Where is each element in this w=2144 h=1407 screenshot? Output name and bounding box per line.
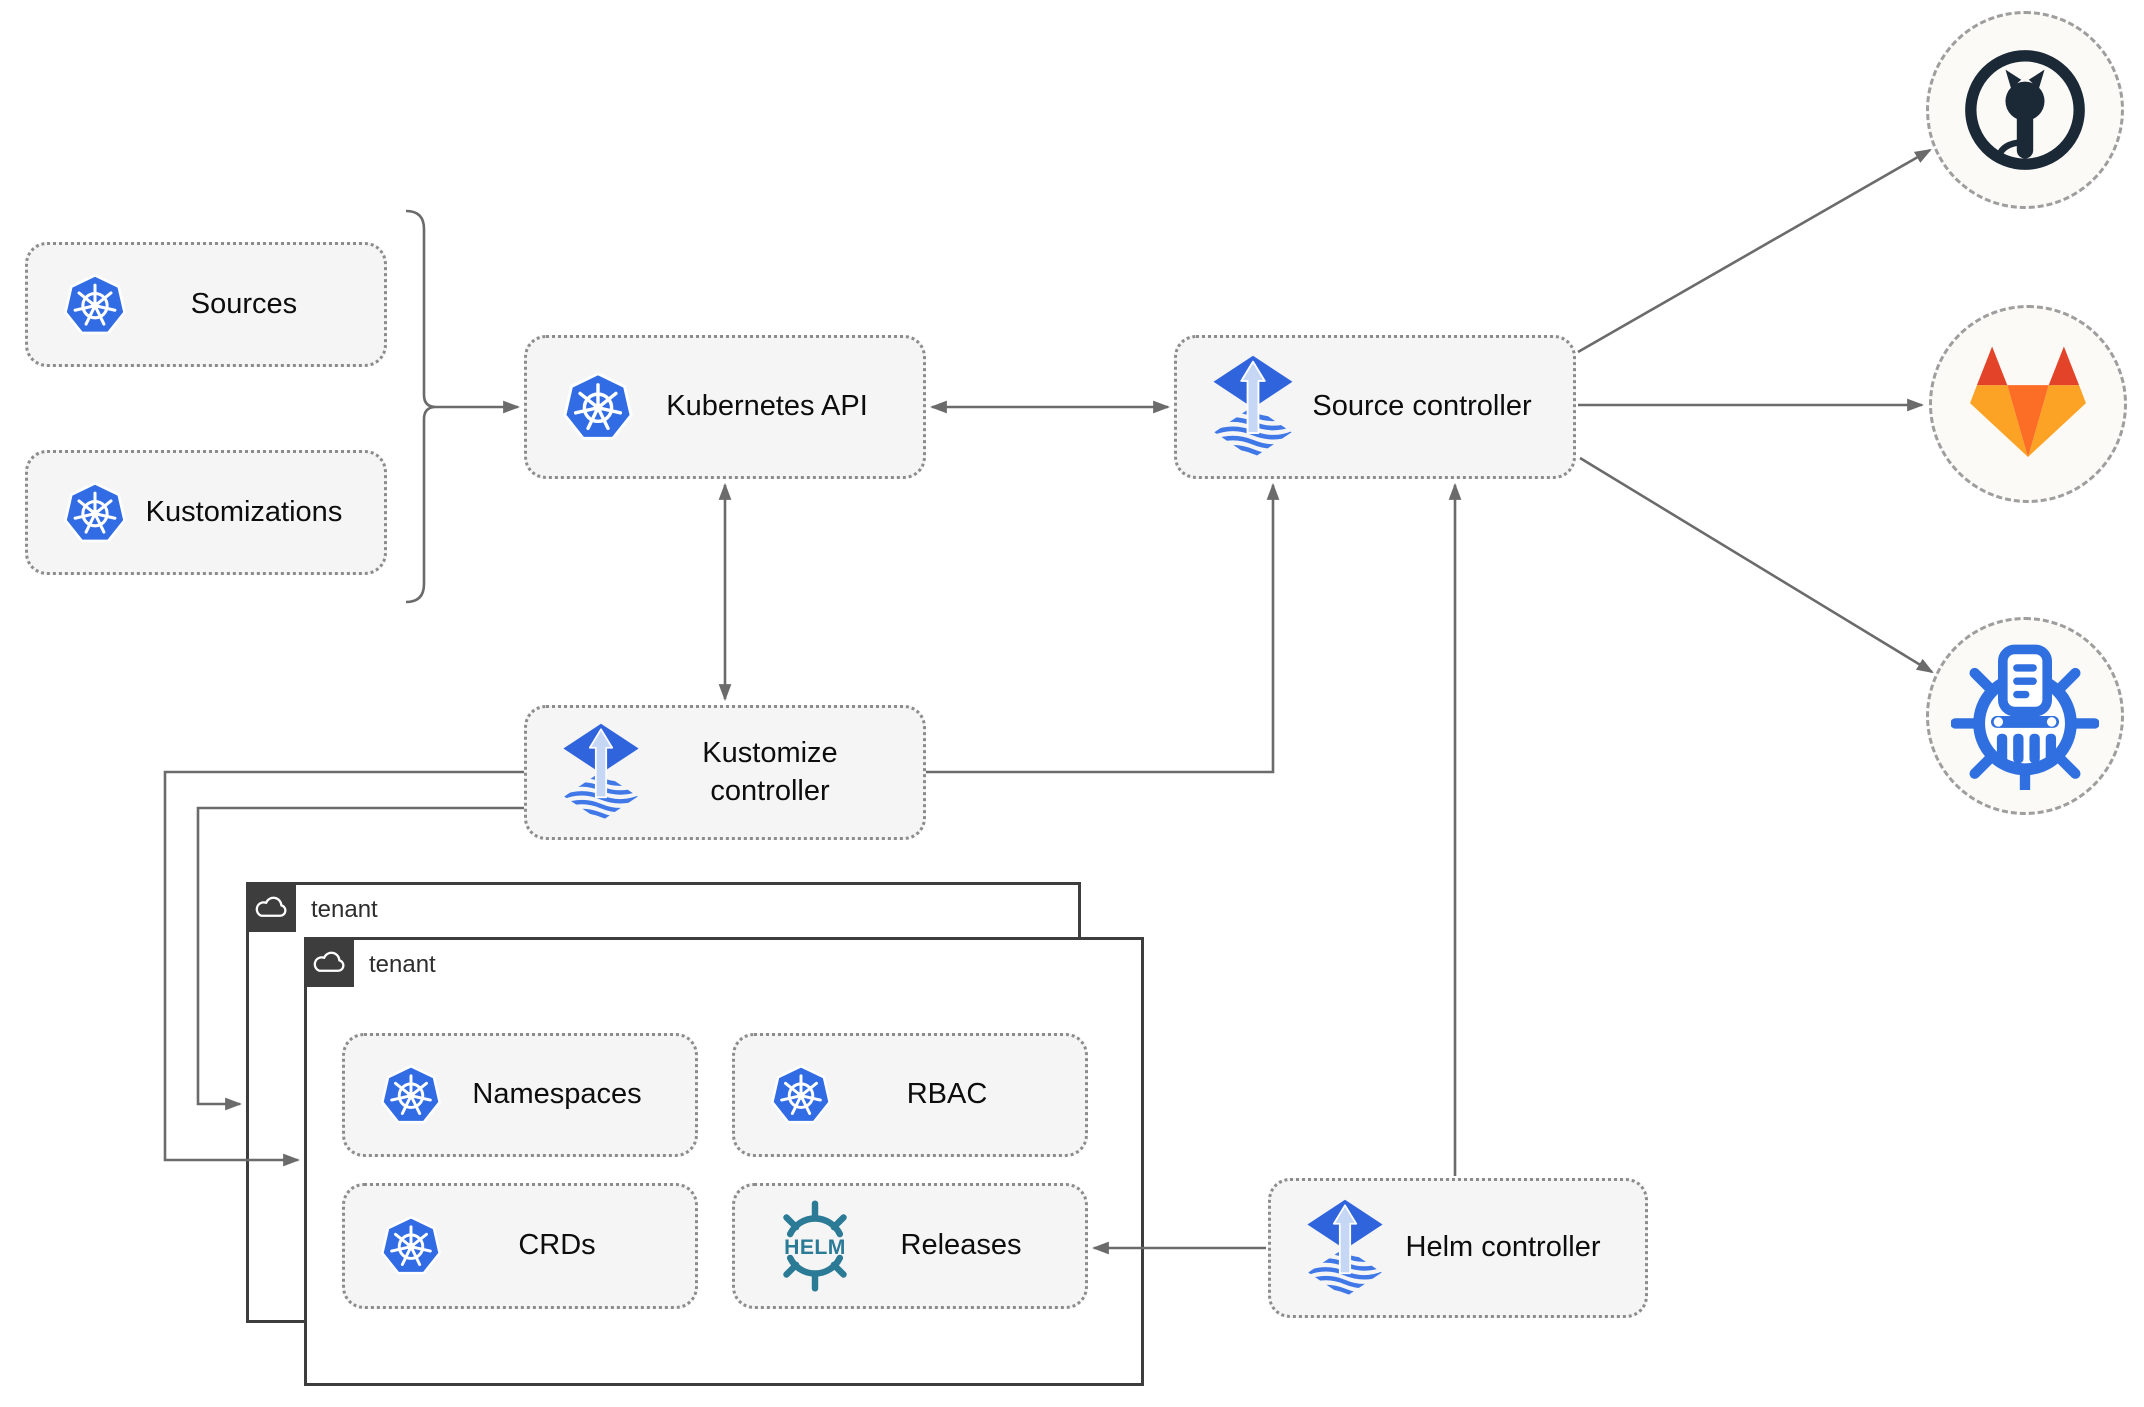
node-source-controller: Source controller bbox=[1174, 335, 1576, 479]
gitlab-icon bbox=[1959, 341, 2097, 468]
node-kustomizations: Kustomizations bbox=[25, 450, 387, 575]
node-releases: Releases bbox=[732, 1183, 1088, 1309]
kubernetes-icon bbox=[62, 480, 128, 546]
kubernetes-icon bbox=[769, 1063, 833, 1127]
github-icon bbox=[1962, 47, 2088, 173]
node-sources: Sources bbox=[25, 242, 387, 367]
node-rbac: RBAC bbox=[732, 1033, 1088, 1157]
node-label: Source controller bbox=[1312, 390, 1532, 423]
tenant-tag bbox=[246, 882, 296, 932]
node-label: RBAC bbox=[906, 1078, 988, 1111]
tenant-group-front: tenant bbox=[304, 937, 1144, 1386]
flux-icon bbox=[1305, 1198, 1385, 1299]
kubernetes-icon bbox=[379, 1214, 443, 1278]
node-kubernetes-api: Kubernetes API bbox=[524, 335, 926, 479]
node-label: Namespaces bbox=[472, 1078, 642, 1111]
arrow-source-to-github bbox=[1577, 148, 1932, 354]
arrow-source-to-chart-repository bbox=[1579, 456, 1934, 674]
chart-repository-icon bbox=[1951, 642, 2099, 790]
tenant-label: tenant bbox=[311, 896, 378, 923]
flux-icon bbox=[561, 722, 641, 823]
cloud-icon bbox=[311, 949, 347, 976]
node-helm-controller: Helm controller bbox=[1268, 1178, 1648, 1318]
kubernetes-icon bbox=[379, 1063, 443, 1127]
node-label: Releases bbox=[900, 1229, 1022, 1262]
helm-icon bbox=[769, 1200, 861, 1292]
node-label: Kustomizations bbox=[145, 495, 343, 528]
node-label: Helm controller bbox=[1405, 1231, 1601, 1264]
flux-icon bbox=[1211, 354, 1295, 460]
cloud-icon bbox=[253, 894, 289, 921]
arrow-kustomize-to-source bbox=[926, 482, 1280, 774]
bracket-sources-group bbox=[405, 209, 437, 604]
node-label: CRDs bbox=[518, 1229, 596, 1262]
kubernetes-icon bbox=[62, 272, 128, 338]
remote-github bbox=[1926, 11, 2124, 209]
node-label: Sources bbox=[190, 287, 298, 320]
node-label: Kustomize controller bbox=[702, 736, 838, 807]
tenant-tag bbox=[304, 937, 354, 987]
tenant-label: tenant bbox=[369, 951, 436, 978]
node-kustomize-controller: Kustomize controller bbox=[524, 705, 926, 840]
remote-gitlab bbox=[1929, 305, 2127, 503]
node-namespaces: Namespaces bbox=[342, 1033, 698, 1157]
node-crds: CRDs bbox=[342, 1183, 698, 1309]
kubernetes-icon bbox=[561, 370, 635, 444]
node-label: Kubernetes API bbox=[666, 390, 868, 423]
remote-chart-repository bbox=[1926, 617, 2124, 815]
